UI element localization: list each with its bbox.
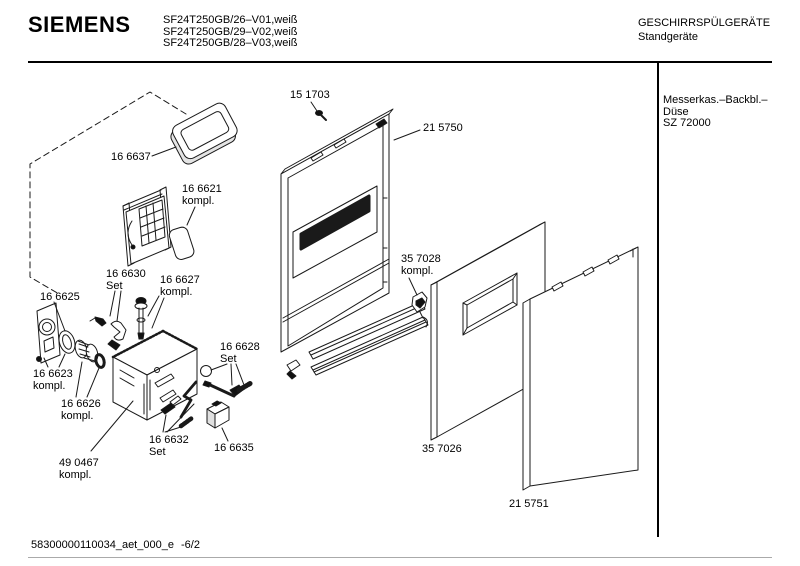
part-label-215750: 21 5750	[423, 122, 463, 134]
part-label-151703: 15 1703	[290, 89, 330, 101]
part-latch	[206, 400, 230, 442]
part-screw	[310, 101, 327, 121]
side-panel-line: Messerkas.–Backbl.–	[663, 94, 768, 106]
part-middle-panel	[430, 221, 546, 441]
side-panel-line: SZ 72000	[663, 117, 711, 129]
part-label-166625: 16 6625	[40, 291, 80, 303]
model-line: SF24T250GB/26–V01,weiß	[163, 14, 298, 26]
side-panel: Messerkas.–Backbl.– Düse SZ 72000	[663, 94, 768, 130]
part-back-panel	[522, 246, 639, 491]
part-spring-set	[160, 380, 198, 433]
part-label-166637: 16 6637	[111, 151, 151, 163]
part-label-215751: 21 5751	[509, 498, 549, 510]
part-housing-assembly	[90, 329, 199, 452]
model-line: SF24T250GB/29–V02,weiß	[163, 25, 298, 38]
model-line: SF24T250GB/28–V03,weiß	[163, 37, 298, 49]
footer-divider	[28, 557, 772, 558]
part-valve-pin	[134, 295, 165, 340]
category-subtitle: Standgeräte	[638, 31, 698, 43]
category-block: GESCHIRRSPÜLGERÄTE Standgeräte	[638, 16, 770, 44]
document-number: 58300000110034_aet_000_e	[31, 539, 174, 551]
part-dispenser	[122, 186, 196, 267]
vertical-divider	[657, 63, 659, 537]
dashed-guide-line	[29, 91, 187, 295]
part-window-frame	[151, 102, 238, 165]
brand-logo: SIEMENS	[28, 12, 131, 37]
part-trim-strips	[286, 301, 429, 380]
part-door-panel	[280, 108, 421, 353]
part-hook-set	[89, 290, 127, 351]
category-title: GESCHIRRSPÜLGERÄTE	[638, 17, 771, 29]
header-divider	[28, 61, 772, 63]
page-number: -6/2	[181, 539, 200, 551]
part-label-166635: 16 6635	[214, 442, 254, 454]
side-panel-line: Düse	[663, 105, 689, 118]
model-list: SF24T250GB/26–V01,weiß SF24T250GB/29–V02…	[163, 14, 298, 50]
part-hinge	[408, 277, 428, 319]
part-label-357026: 35 7026	[422, 443, 462, 455]
part-seal-group	[36, 301, 106, 398]
part-lever-set	[200, 363, 254, 398]
